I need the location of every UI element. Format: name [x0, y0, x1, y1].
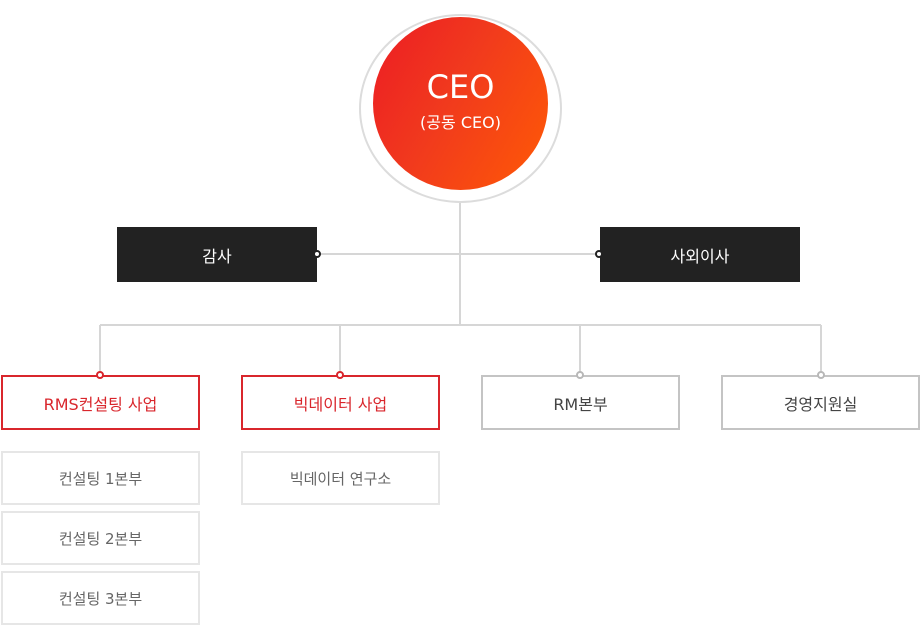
outside-director-label: 사외이사	[670, 246, 730, 266]
sub-unit-bigdata-lab: 빅데이터 연구소	[241, 451, 440, 505]
sub-unit-consulting-1: 컨설팅 1본부	[1, 451, 200, 505]
ceo-subtitle: (공동 CEO)	[420, 112, 501, 132]
outside-director-connector-dot	[595, 250, 603, 258]
outside-director-box: 사외이사	[600, 227, 800, 282]
sub-unit-label: 빅데이터 연구소	[289, 469, 392, 488]
audit-connector-dot	[313, 250, 321, 258]
department-bigdata: 빅데이터 사업	[241, 375, 440, 430]
department-dot-management	[817, 371, 825, 379]
department-label: RM본부	[553, 394, 608, 414]
sub-unit-consulting-3: 컨설팅 3본부	[1, 571, 200, 625]
sub-unit-label: 컨설팅 2본부	[58, 529, 143, 548]
ceo-title: CEO	[426, 67, 495, 106]
department-label: 빅데이터 사업	[293, 394, 388, 414]
department-rm: RM본부	[481, 375, 680, 430]
sub-unit-label: 컨설팅 1본부	[58, 469, 143, 488]
sub-unit-consulting-2: 컨설팅 2본부	[1, 511, 200, 565]
department-dot-rm	[576, 371, 584, 379]
department-label: 경영지원실	[783, 394, 858, 414]
department-rms-consulting: RMS컨설팅 사업	[1, 375, 200, 430]
department-dot-bigdata	[336, 371, 344, 379]
sub-unit-label: 컨설팅 3본부	[58, 589, 143, 608]
department-management-support: 경영지원실	[721, 375, 920, 430]
department-dot-rms	[96, 371, 104, 379]
department-label: RMS컨설팅 사업	[43, 394, 158, 414]
audit-label: 감사	[202, 246, 232, 266]
audit-box: 감사	[117, 227, 317, 282]
ceo-node: CEO (공동 CEO)	[373, 17, 548, 190]
